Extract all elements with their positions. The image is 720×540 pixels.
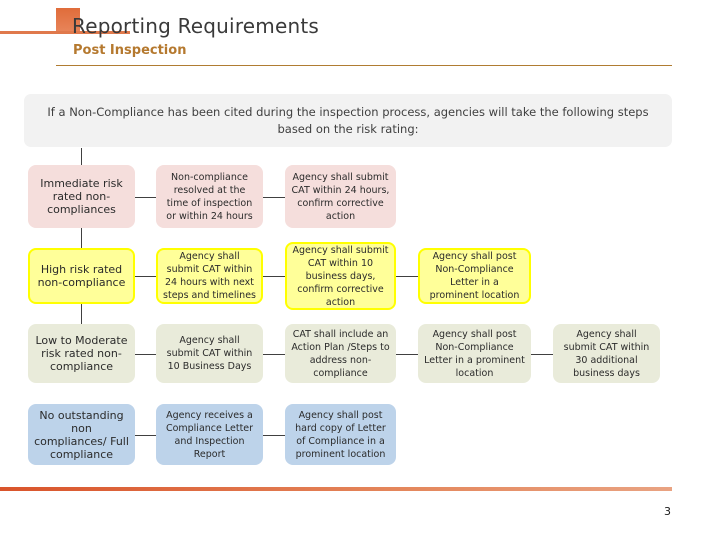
connector-row4-step0 [135, 435, 156, 436]
step-box-label: Non-compliance resolved at the time of i… [166, 171, 253, 222]
step-box-label: Agency shall submit CAT within 10 Busine… [166, 335, 253, 372]
page-title: Reporting Requirements [72, 14, 320, 38]
step-box-row4-1[interactable]: Agency receives a Compliance Letter and … [156, 404, 263, 465]
connector-row4-step1 [263, 435, 285, 436]
step-box-row3-2[interactable]: CAT shall include an Action Plan /Steps … [285, 324, 396, 383]
header-accent-square-icon [56, 8, 80, 32]
step-box-label: Agency shall submit CAT within 10 busine… [292, 244, 389, 308]
step-box-row2-2[interactable]: Agency shall submit CAT within 10 busine… [285, 242, 396, 310]
connector-row3-step2 [396, 354, 418, 355]
step-box-label: Agency shall submit CAT within 24 hours … [163, 251, 256, 301]
header-accent-rule [0, 31, 130, 34]
risk-box-label: No outstanding non compliances/ Full com… [34, 408, 129, 461]
connector-row3-step1 [263, 354, 285, 355]
step-box-row3-3[interactable]: Agency shall post Non-Compliance Letter … [418, 324, 531, 383]
connector-row3-step3 [531, 354, 553, 355]
connector-row2-step0 [135, 276, 156, 277]
risk-box-high[interactable]: High risk rated non-compliance [28, 248, 135, 304]
connector-row1-step0 [135, 197, 156, 198]
header-divider [56, 65, 672, 66]
connector-row3-step0 [135, 354, 156, 355]
step-box-label: Agency shall submit CAT within 30 additi… [563, 328, 650, 379]
risk-box-label: Immediate risk rated non-compliances [40, 177, 123, 216]
step-box-label: CAT shall include an Action Plan /Steps … [291, 328, 390, 379]
connector-row1-step1 [263, 197, 285, 198]
spine-connector-banner-to-row1 [81, 148, 82, 165]
step-box-label: Agency shall post Non-Compliance Letter … [429, 251, 520, 301]
page-number: 3 [664, 505, 671, 518]
risk-box-label: High risk rated non-compliance [37, 263, 126, 289]
spine-connector-row1-to-row2 [81, 228, 82, 248]
risk-box-label: Low to Moderate risk rated non-complianc… [35, 334, 128, 373]
spine-connector-row2-to-row3 [81, 304, 82, 324]
step-box-row4-2[interactable]: Agency shall post hard copy of Letter of… [285, 404, 396, 465]
step-box-row3-1[interactable]: Agency shall submit CAT within 10 Busine… [156, 324, 263, 383]
step-box-row2-3[interactable]: Agency shall post Non-Compliance Letter … [418, 248, 531, 304]
step-box-row1-2[interactable]: Agency shall submit CAT within 24 hours,… [285, 165, 396, 228]
step-box-label: Agency receives a Compliance Letter and … [165, 409, 254, 460]
step-box-label: Agency shall post hard copy of Letter of… [295, 409, 386, 460]
footer-accent-bar [0, 487, 672, 491]
step-box-label: Agency shall post Non-Compliance Letter … [424, 328, 525, 379]
intro-banner: If a Non-Compliance has been cited durin… [24, 94, 672, 147]
step-box-row3-4[interactable]: Agency shall submit CAT within 30 additi… [553, 324, 660, 383]
connector-row2-step2 [396, 276, 418, 277]
page-subtitle: Post Inspection [73, 43, 187, 58]
risk-box-full-compliance[interactable]: No outstanding non compliances/ Full com… [28, 404, 135, 465]
step-box-label: Agency shall submit CAT within 24 hours,… [291, 171, 390, 222]
connector-row2-step1 [263, 276, 285, 277]
step-box-row2-1[interactable]: Agency shall submit CAT within 24 hours … [156, 248, 263, 304]
risk-box-low-moderate[interactable]: Low to Moderate risk rated non-complianc… [28, 324, 135, 383]
step-box-row1-1[interactable]: Non-compliance resolved at the time of i… [156, 165, 263, 228]
slide-header: Reporting Requirements Post Inspection [0, 0, 720, 80]
risk-box-immediate[interactable]: Immediate risk rated non-compliances [28, 165, 135, 228]
intro-banner-text: If a Non-Compliance has been cited durin… [47, 104, 649, 136]
